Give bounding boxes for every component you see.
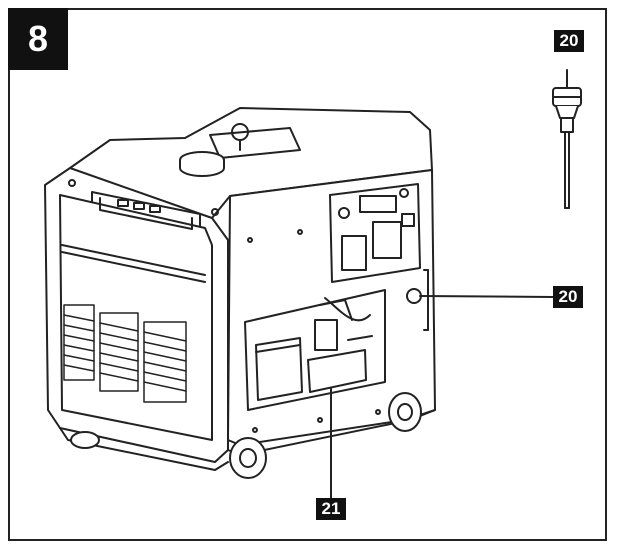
callout-20-dipstick: 20	[554, 30, 584, 52]
generator-body	[44, 107, 436, 479]
callout-21: 21	[316, 498, 346, 520]
leader-line-20	[419, 295, 554, 298]
dipstick-detail	[552, 69, 582, 209]
figure-number-badge: 8	[8, 8, 68, 70]
figure-frame	[8, 8, 607, 541]
callout-20-oil-plug: 20	[553, 286, 583, 308]
